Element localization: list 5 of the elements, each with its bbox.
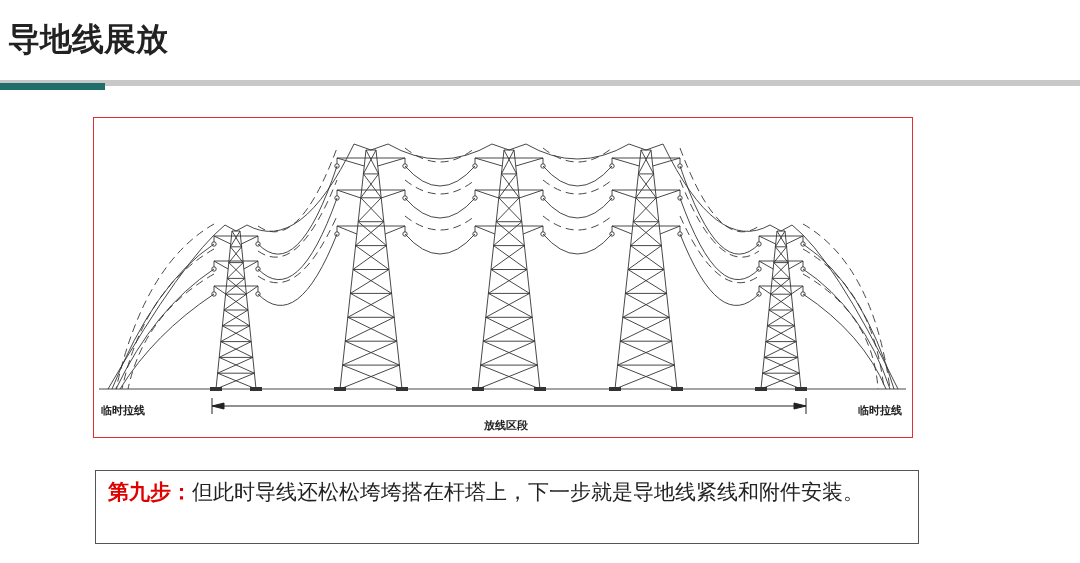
stay-wire-label: 临时拉线: [858, 403, 902, 418]
slide-title: 导地线展放: [8, 19, 168, 60]
step-note: 第九步：但此时导线还松松垮垮搭在杆塔上，下一步就是导地线紧线和附件安装。: [95, 470, 919, 544]
stay-wire-label: 临时拉线: [101, 403, 145, 418]
span-label: 放线区段: [484, 418, 528, 433]
